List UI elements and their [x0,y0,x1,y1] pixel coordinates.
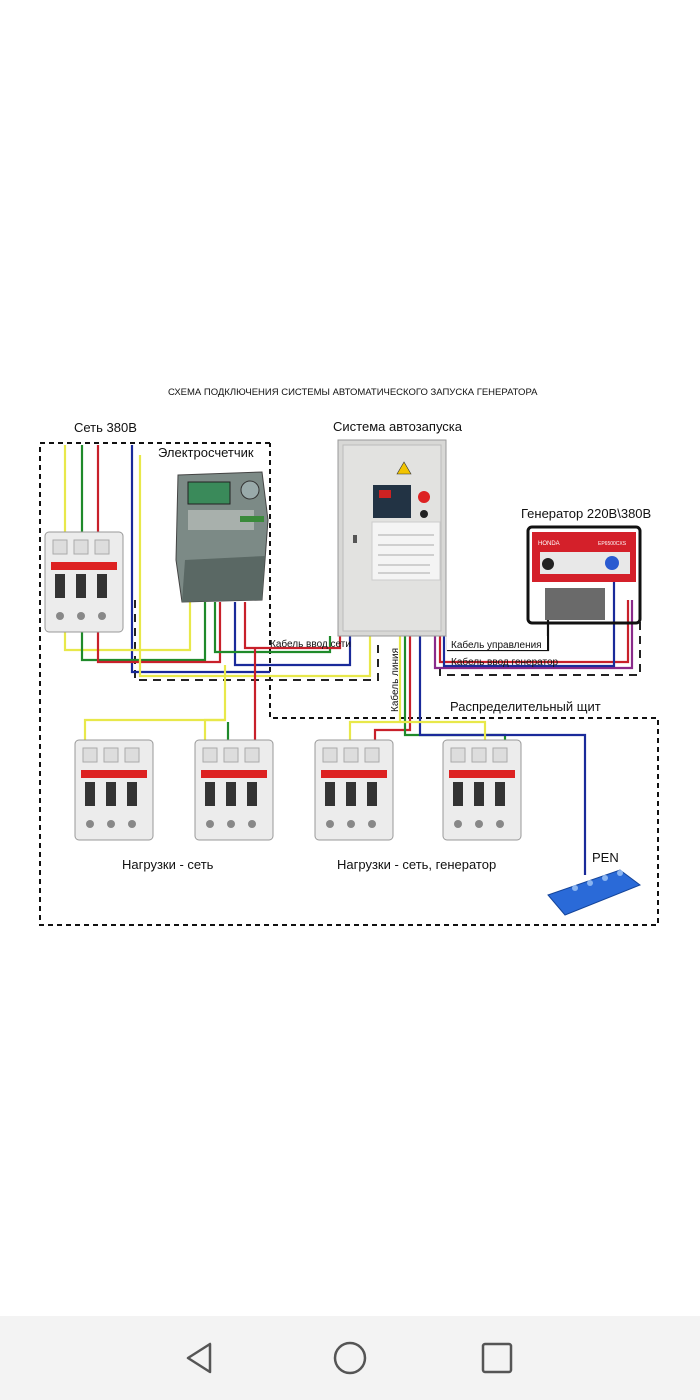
recents-icon [481,1342,513,1374]
back-icon [186,1342,212,1374]
generator-model-logo: EP6500CXS [598,541,627,547]
generator-cable-label: Кабель ввод генератор [451,656,559,668]
meter-label: Электросчетчик [158,445,254,460]
wire [438,600,630,664]
distribution-board-label: Распределительный щит [450,699,601,714]
wire [213,602,332,654]
wire [96,602,222,664]
grid-label: Сеть 380В [74,420,137,435]
home-button[interactable] [330,1338,370,1378]
back-button[interactable] [180,1338,220,1378]
control-cable-label: Кабель управления [451,639,542,651]
load-breaker-grid-1 [74,739,154,841]
warning-icon [396,461,412,475]
load-breaker-grid-2 [194,739,274,841]
wiring-diagram: HONDA EP6500CXS Кабель ввод сети Кабель … [39,439,659,926]
wire [373,636,412,745]
pen-label: PEN [592,850,619,865]
enclosure-borders [39,442,659,926]
generator-label: Генератор 220В\380В [521,506,652,521]
loads-grid-label: Нагрузки - сеть [122,857,214,872]
wire [442,570,616,668]
home-icon [333,1341,367,1375]
autostart-panel [337,439,447,637]
pen-busbar [547,869,642,916]
input-breaker [44,531,124,633]
diagram-title: СХЕМА ПОДКЛЮЧЕНИЯ СИСТЕМЫ АВТОМАТИЧЕСКОГ… [168,387,538,398]
wire [83,665,227,742]
line-cable-label: Кабель линия [389,648,401,712]
navigation-bar [0,1316,700,1400]
wire [233,602,352,667]
wire [80,602,207,662]
wire [203,718,225,742]
generator: HONDA EP6500CXS [526,525,642,625]
grid-cable-label: Кабель ввод сети [270,638,351,650]
honda-logo: HONDA [538,541,560,547]
wire [400,720,487,745]
wires [63,445,634,875]
load-breaker-generator-1 [314,739,394,841]
recents-button[interactable] [477,1338,517,1378]
autostart-label: Система автозапуска [333,419,462,434]
wire [243,602,342,650]
wire [418,636,587,875]
wire [433,600,634,670]
wire [348,636,402,745]
load-breaker-generator-2 [442,739,522,841]
electricity-meter [175,471,269,603]
loads-grid-generator-label: Нагрузки - сеть, генератор [337,857,497,872]
wire [63,602,192,652]
